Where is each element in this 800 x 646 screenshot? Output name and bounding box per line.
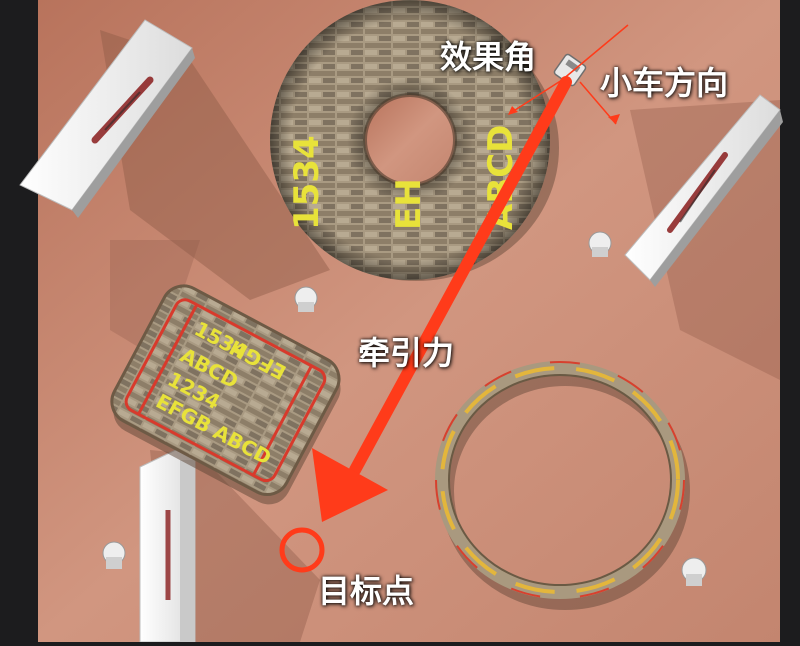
car-direction-arrowhead [608, 114, 620, 124]
traction-force-label: 牵引力 [358, 334, 455, 372]
effect-angle-arrowhead [508, 106, 518, 115]
car-heading-line [561, 24, 629, 81]
marker-post [102, 541, 126, 569]
white-box-obstacle [139, 447, 196, 643]
ring-obstacle [435, 361, 690, 610]
white-box-obstacle [19, 19, 195, 218]
marker-post [681, 557, 707, 586]
target-point-label: 目标点 [318, 572, 415, 610]
donut-obstacle: 1534 EH ABCD [270, 0, 559, 281]
brick-tray-obstacle: 1534 EFGH ABCD 1234 EFGB ABCD [110, 284, 341, 505]
car-direction-label: 小车方向 [600, 64, 729, 102]
marker-post [588, 231, 612, 257]
floor-shadow [110, 240, 200, 360]
target-point-marker [279, 527, 325, 573]
marker-post [294, 286, 318, 312]
white-box-obstacle [624, 94, 783, 287]
donut-text-1: 1534 [287, 135, 327, 230]
effect-angle-label: 效果角 [440, 38, 537, 76]
effect-angle-line [511, 79, 563, 113]
donut-text-2: EH [389, 178, 429, 230]
traction-force-arrow [312, 76, 572, 522]
